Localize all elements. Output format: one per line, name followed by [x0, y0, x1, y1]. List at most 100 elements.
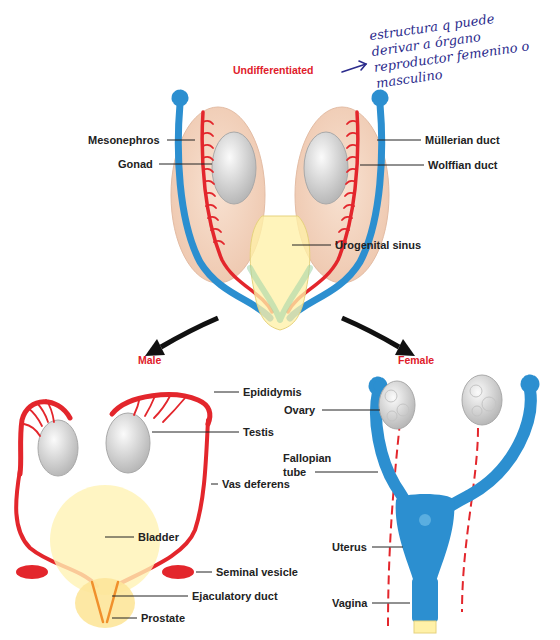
leader-line [211, 484, 218, 485]
handwritten-note: estructura q puede derivar a órgano repr… [368, 4, 550, 92]
leader-line [105, 140, 424, 618]
wolffian-duct [203, 157, 213, 160]
epididymis [28, 408, 42, 426]
leader-line [214, 392, 239, 393]
leader-line [105, 537, 134, 538]
wolffian-duct [339, 229, 349, 232]
epididymis [163, 398, 185, 422]
leader-line [167, 140, 195, 141]
leader-line [372, 603, 410, 604]
wolffian-duct [205, 193, 215, 196]
leader-line [196, 572, 212, 573]
leader-line [292, 245, 331, 246]
wolffian-duct [204, 181, 214, 184]
ovary [385, 385, 496, 421]
testis [106, 413, 150, 473]
differentiation-arrow [145, 318, 415, 356]
uterus [419, 514, 431, 526]
part-label: Uterus [332, 540, 367, 554]
urogenital-sinus [250, 216, 310, 330]
vagina [412, 578, 438, 622]
differentiation-arrow [145, 339, 165, 356]
seminal-vesicle [16, 565, 194, 579]
section-heading: Female [398, 353, 434, 367]
section-heading: Undifferentiated [233, 63, 314, 77]
epididymis [36, 402, 48, 422]
differentiation-arrow [342, 318, 399, 347]
leader-line [377, 140, 421, 141]
mullerian-duct [174, 92, 186, 104]
uterus [396, 494, 455, 582]
wolffian-duct [203, 133, 213, 136]
wolffian-duct [347, 133, 357, 136]
testis [38, 420, 78, 476]
part-label: Mesonephros [88, 133, 160, 147]
wolffian-remnant [462, 428, 478, 612]
leader-line [112, 596, 188, 597]
epididymis [24, 424, 40, 436]
wolffian-duct [203, 121, 213, 124]
ovary [397, 404, 409, 416]
fallopian-tube [371, 377, 537, 514]
leader-line [360, 165, 424, 166]
mullerian-duct [374, 92, 386, 104]
prostate [75, 578, 135, 628]
handwritten-arrow [342, 61, 366, 72]
wolffian-duct [344, 205, 354, 208]
part-label: Vas deferens [222, 477, 290, 491]
seminal-vesicle [162, 565, 194, 579]
ovary [379, 375, 502, 429]
leader-line [315, 472, 378, 473]
ovary [470, 385, 482, 397]
epididymis [46, 400, 54, 422]
part-label: Ovary [284, 403, 315, 417]
urogenital-sinus [250, 216, 310, 330]
testis [38, 413, 150, 476]
wolffian-duct [208, 217, 218, 220]
wolffian-duct [203, 145, 213, 148]
fallopian-tube [523, 377, 537, 391]
handwritten-arrow [359, 61, 366, 70]
part-label: Müllerian duct [425, 133, 500, 147]
wolffian-duct [345, 193, 355, 196]
wolffian-duct [347, 157, 357, 160]
epididymis [20, 402, 70, 474]
wolffian-duct [214, 241, 224, 244]
gonad [304, 132, 348, 204]
part-label: Epididymis [243, 385, 302, 399]
uterus [396, 494, 455, 582]
part-label: Ejaculatory duct [192, 589, 278, 603]
vagina [412, 578, 438, 633]
wolffian-duct [342, 217, 352, 220]
epididymis [24, 396, 185, 436]
wolffian-duct [206, 205, 216, 208]
epididymis [20, 395, 210, 474]
differentiation-arrow [395, 339, 415, 356]
leader-line [159, 164, 212, 165]
part-label: Wolffian duct [428, 158, 497, 172]
part-label: Prostate [141, 611, 185, 625]
ovary [385, 390, 397, 402]
epididymis [112, 395, 210, 424]
part-label: Testis [243, 425, 274, 439]
part-label: Gonad [118, 157, 153, 171]
epididymis [134, 397, 140, 415]
part-label: Urogenital sinus [335, 238, 421, 252]
gonad [212, 132, 348, 204]
wolffian-duct [203, 169, 213, 172]
leader-line [372, 547, 403, 548]
differentiation-arrow [161, 318, 218, 347]
epididymis [154, 396, 170, 418]
wolffian-remnant [388, 422, 478, 626]
part-label: Bladder [138, 530, 179, 544]
wolffian-duct [347, 145, 357, 148]
part-label: Fallopian tube [283, 451, 345, 479]
leader-line [322, 410, 380, 411]
wolffian-duct [347, 121, 357, 124]
ovary [462, 375, 502, 425]
part-label: Seminal vesicle [216, 565, 298, 579]
vagina [414, 621, 436, 633]
seminal-vesicle [16, 565, 48, 579]
